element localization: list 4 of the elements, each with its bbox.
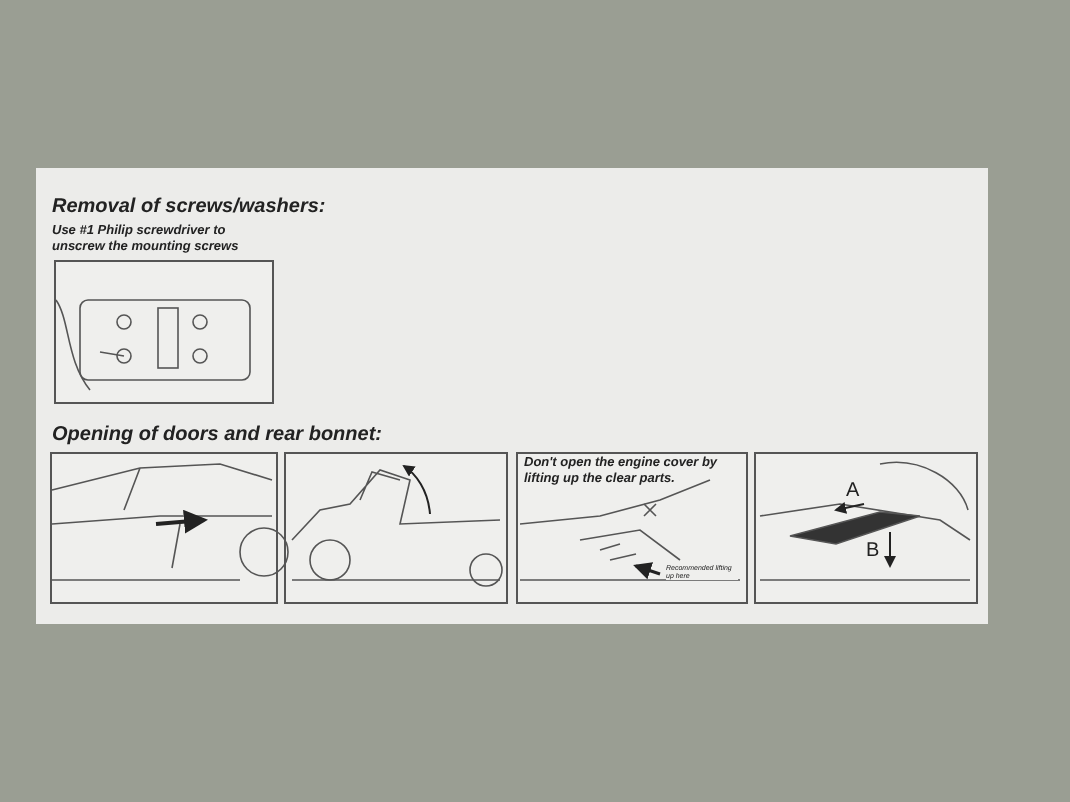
callout-letter: A [846,480,860,502]
section-heading: Opening of doors and rear bonnet: [52,424,382,446]
section-heading: Removal of screws/washers: [52,196,326,218]
callout-letter: B [866,540,880,562]
